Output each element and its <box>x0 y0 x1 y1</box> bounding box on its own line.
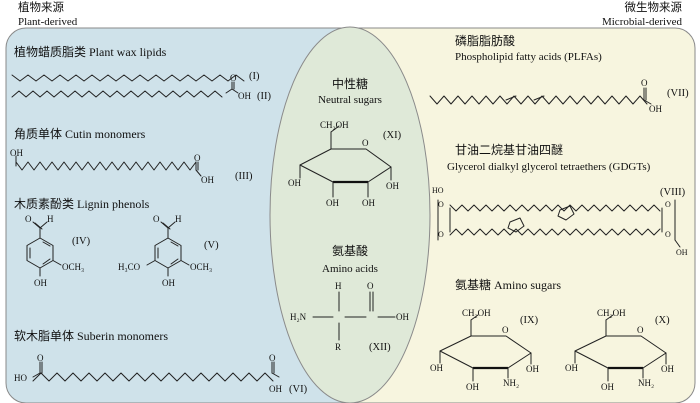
microbial-header-en: Microbial-derived <box>602 16 683 28</box>
plfa-title-en: Phospholipid fatty acids (PLFAs) <box>455 51 602 63</box>
lignin-structure-1 <box>26 221 62 277</box>
lignin-1-och3: OCH₃ <box>62 262 84 272</box>
lignin-2-och3: OCH₃ <box>190 262 212 272</box>
aminosugar-1-oh-1: OH <box>430 363 443 373</box>
amino-title-cn: 氨基酸 <box>332 243 368 258</box>
plfa-title-cn: 磷脂脂肪酸 <box>455 33 515 48</box>
gdgt-o-2: O <box>438 230 444 239</box>
sugar-oh-3: OH <box>362 198 375 208</box>
aminosugar-title: 氨基糖 Amino sugars <box>455 277 561 292</box>
lignin-1-h: H <box>47 214 54 224</box>
lignin-structure-2 <box>146 221 190 277</box>
cutin-title: 角质单体 Cutin monomers <box>14 127 146 141</box>
sugars-title-cn: 中性糖 <box>332 76 368 91</box>
plant-header-en: Plant-derived <box>18 16 78 28</box>
gdgt-o-4: O <box>665 230 671 239</box>
aminosugar-1-nh2: NH₂ <box>503 378 519 388</box>
wax-id-2: (II) <box>257 91 271 102</box>
suberin-oh: OH <box>269 384 282 394</box>
gdgt-title-en: Glycerol dialkyl glycerol tetraethers (G… <box>447 161 651 173</box>
gdgt-title-cn: 甘油二烷基甘油四醚 <box>455 143 563 157</box>
amino-id: (XII) <box>369 342 391 353</box>
sugar-ring-o: O <box>362 138 369 148</box>
suberin-o-left: O <box>37 353 44 363</box>
gdgt-o-1: O <box>438 200 444 209</box>
plant-header-cn: 植物来源 <box>18 0 64 14</box>
wax-2-oh: OH <box>238 91 251 101</box>
aminosugar-2-o: O <box>637 325 644 335</box>
lignin-1-oh: OH <box>34 278 47 288</box>
plfa-structure <box>429 87 652 105</box>
wax-2-o: O <box>230 73 237 83</box>
suberin-title: 软木脂单体 Suberin monomers <box>14 328 168 343</box>
cutin-o: O <box>194 153 201 163</box>
amino-o: O <box>367 281 374 291</box>
microbial-header-cn: 微生物来源 <box>625 0 683 14</box>
cutin-oh-right: OH <box>201 175 214 185</box>
aminosugar-1-o: O <box>502 325 509 335</box>
lignin-2-oh: OH <box>162 278 175 288</box>
gdgt-structure <box>437 199 681 248</box>
gdgt-id: (VIII) <box>660 187 686 198</box>
lignin-title: 木质素酚类 Lignin phenols <box>14 197 150 211</box>
lignin-2-o: O <box>153 214 160 224</box>
wax-id-1: (I) <box>249 71 260 82</box>
wax-chain-1 <box>11 74 245 82</box>
plfa-id: (VII) <box>667 88 689 99</box>
sugar-ch2oh: CH₂OH <box>320 120 349 130</box>
amino-r: R <box>335 342 341 352</box>
gdgt-o-3: O <box>665 200 671 209</box>
wax-chain-2 <box>11 81 239 98</box>
cutin-id: (III) <box>235 171 253 182</box>
aminosugar-2-oh-1: OH <box>565 363 578 373</box>
neutral-sugar-structure <box>299 125 392 198</box>
suberin-structure <box>32 361 280 382</box>
cutin-oh-left: OH <box>10 148 23 158</box>
lignin-1-o: O <box>25 214 32 224</box>
suberin-o-right: O <box>269 353 276 363</box>
amino-title-en: Amino acids <box>322 263 378 275</box>
amino-acid-structure <box>312 291 396 341</box>
overlap-region <box>269 26 431 403</box>
amino-h2n: H₂N <box>290 312 307 322</box>
lignin-2-h: H <box>175 214 182 224</box>
sugar-oh-2: OH <box>326 198 339 208</box>
amino-h: H <box>335 281 342 291</box>
plfa-oh: OH <box>649 104 662 114</box>
aminosugar-2-oh-2: OH <box>601 382 614 392</box>
cutin-structure <box>15 155 202 177</box>
sugar-oh-4: OH <box>386 181 399 191</box>
aminosugar-1-oh-3: OH <box>526 364 539 374</box>
suberin-ho: HO <box>14 373 27 383</box>
amino-oh: OH <box>396 312 409 322</box>
sugar-oh-1: OH <box>288 178 301 188</box>
aminosugar-2-nh2: NH₂ <box>638 378 654 388</box>
sugars-id: (XI) <box>383 130 402 141</box>
gdgt-oh: OH <box>676 248 688 257</box>
sugars-title-en: Neutral sugars <box>318 94 382 106</box>
gdgt-ho: HO <box>432 186 444 195</box>
aminosugar-1-ch2oh: CH₂OH <box>462 308 491 318</box>
plfa-o: O <box>641 78 648 88</box>
suberin-id: (VI) <box>289 384 308 395</box>
aminosugar-id-1: (IX) <box>520 315 539 326</box>
aminosugar-structure-1 <box>439 314 532 382</box>
aminosugar-1-oh-2: OH <box>466 382 479 392</box>
aminosugar-id-2: (X) <box>655 315 670 326</box>
lignin-id-2: (V) <box>204 240 219 251</box>
lignin-id-1: (IV) <box>72 236 91 247</box>
lignin-2-h3co: H₃CO <box>118 262 141 272</box>
wax-title: 植物蜡质脂类 Plant wax lipids <box>14 44 167 59</box>
aminosugar-2-ch2oh: CH₂OH <box>597 308 626 318</box>
aminosugar-2-oh-3: OH <box>661 364 674 374</box>
aminosugar-structure-2 <box>574 314 667 382</box>
